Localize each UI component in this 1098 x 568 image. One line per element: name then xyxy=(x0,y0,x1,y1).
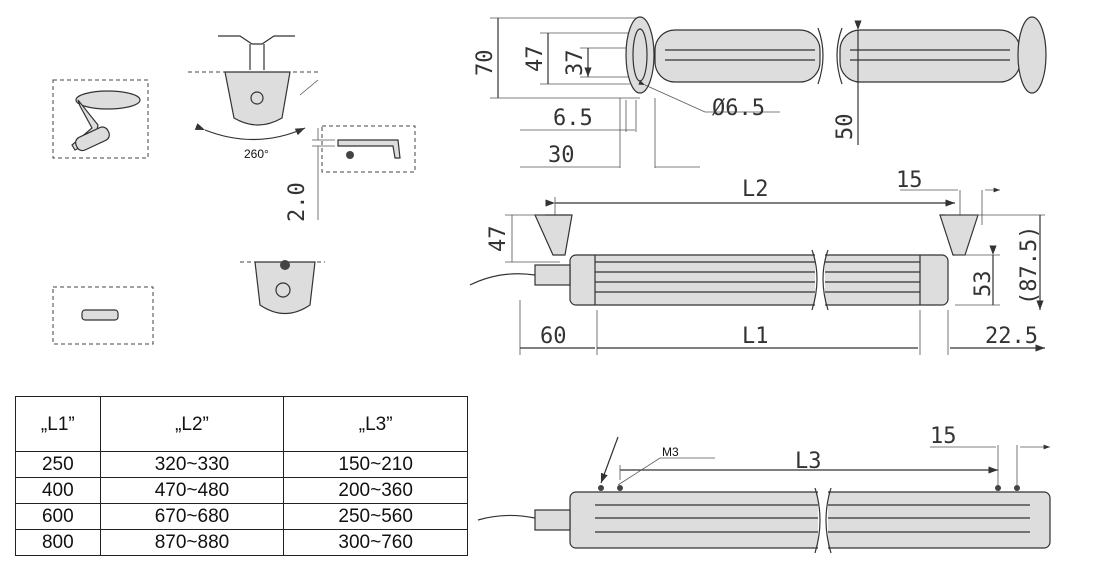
table-header-row: „L1” „L2” „L3” xyxy=(15,396,468,452)
dim-30: 30 xyxy=(548,143,575,168)
dim-6-5: 6.5 xyxy=(553,106,593,131)
rotation-angle-label: 260° xyxy=(244,147,269,161)
dim-50: 50 xyxy=(833,114,858,141)
table-row: 800 870~880 300~760 xyxy=(15,529,468,556)
bracket-front-view xyxy=(240,260,325,315)
cell-L1: 800 xyxy=(15,529,101,556)
cell-L2: 320~330 xyxy=(99,451,285,478)
header-L3: „L3” xyxy=(283,396,468,452)
dim-L3: L3 xyxy=(795,449,822,474)
thickness-dimension: 2.0 xyxy=(285,182,310,222)
dim-22-5: 22.5 xyxy=(985,324,1038,349)
cell-L2: 870~880 xyxy=(99,529,285,556)
end-view: 70 47 37 6.5 30 Ø6.5 50 xyxy=(473,16,1047,168)
side-view-mounted: L2 15 47 53 (87.5) 60 L1 22.5 xyxy=(469,168,1045,355)
table-row: 400 470~480 200~360 xyxy=(15,477,468,504)
cell-L1: 250 xyxy=(15,451,101,478)
cell-L1: 400 xyxy=(15,477,101,504)
cell-L1: 600 xyxy=(15,503,101,530)
dim-47-bracket: 47 xyxy=(486,226,511,253)
side-view-screws: M3 L3 15 xyxy=(477,424,1050,554)
dim-L2: L2 xyxy=(742,177,769,202)
dim-70: 70 xyxy=(473,50,498,77)
dim-L1: L1 xyxy=(742,324,769,349)
cell-L3: 150~210 xyxy=(283,451,468,478)
bracket-thickness-view: 2.0 xyxy=(285,125,416,222)
table-row: 250 320~330 150~210 xyxy=(15,451,468,478)
cell-L3: 200~360 xyxy=(283,477,468,504)
dim-53: 53 xyxy=(971,271,996,298)
header-L2: „L2” xyxy=(99,396,285,452)
dim-37: 37 xyxy=(563,50,588,77)
cell-L2: 670~680 xyxy=(99,503,285,530)
dim-87-5: (87.5) xyxy=(1017,226,1042,305)
bracket-perspective-view xyxy=(52,79,149,159)
dim-15-bottom: 15 xyxy=(930,424,957,449)
cell-L3: 250~560 xyxy=(283,503,468,530)
length-table: „L1” „L2” „L3” 250 320~330 150~210 400 4… xyxy=(15,396,468,556)
screw-m3-label: M3 xyxy=(662,445,679,459)
table-row: 600 670~680 250~560 xyxy=(15,503,468,530)
dim-15-top: 15 xyxy=(896,168,923,193)
dim-47: 47 xyxy=(523,46,548,73)
cell-L3: 300~760 xyxy=(283,529,468,556)
dim-60: 60 xyxy=(540,324,567,349)
cell-L2: 470~480 xyxy=(99,477,285,504)
screw-detail-view xyxy=(52,286,154,345)
dim-hole-diameter: Ø6.5 xyxy=(712,96,765,121)
header-L1: „L1” xyxy=(15,396,101,452)
bracket-rotation-view: 260° xyxy=(188,35,320,161)
